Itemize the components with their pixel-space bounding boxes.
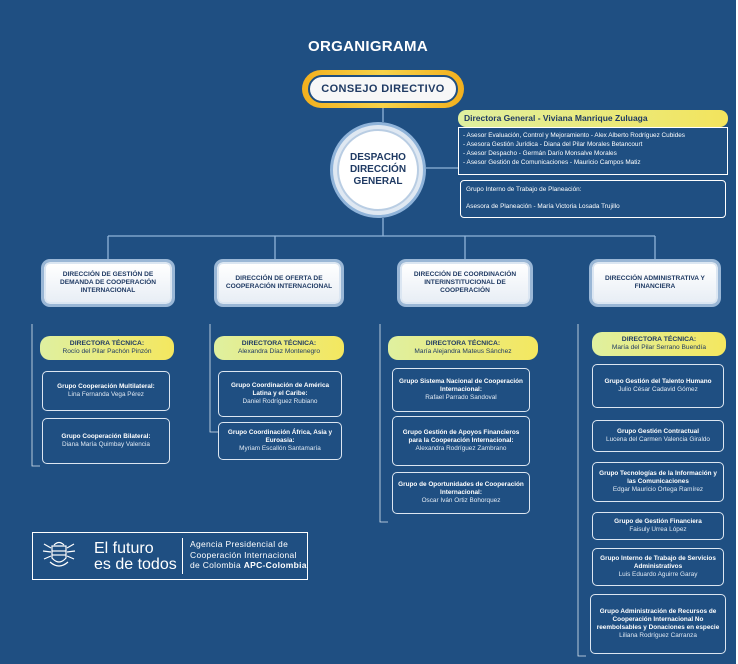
- group-person: Faisuly Urrea López: [629, 526, 687, 533]
- group-title: Grupo de Oportunidades de Cooperación In…: [398, 481, 524, 496]
- agency-name: Agencia Presidencial de Cooperación Inte…: [190, 539, 307, 571]
- despacho-line-2: DIRECCIÓN: [349, 164, 407, 175]
- group-box: Grupo de Gestión Financiera Faisuly Urre…: [592, 512, 724, 540]
- group-box: Grupo Coordinación de América Latina y e…: [218, 371, 342, 417]
- director-name: Rocío del Pilar Pachón Pinzón: [62, 348, 152, 355]
- group-title: Grupo Gestión del Talento Humano: [604, 378, 712, 385]
- group-person: Julio César Cadavid Gómez: [618, 386, 698, 393]
- colombia-coat-of-arms-icon: [42, 541, 76, 567]
- director-label: DIRECTORA TÉCNICA:: [621, 336, 697, 343]
- direccion-coordinacion-box: DIRECCIÓN DE COORDINACIÓN INTERINSTITUCI…: [400, 262, 530, 304]
- director-name: María Alejandra Mateus Sánchez: [414, 348, 512, 355]
- director-label: DIRECTORA TÉCNICA:: [241, 340, 317, 347]
- group-title: Grupo Cooperación Multilateral:: [57, 383, 155, 390]
- group-box: Grupo Coordinación África, Asia y Euroas…: [218, 422, 342, 460]
- group-box: Grupo Cooperación Bilateral: Diana María…: [42, 418, 170, 464]
- director-name: María del Pilar Serrano Buendía: [611, 344, 707, 351]
- group-box: Grupo Interno de Trabajo de Servicios Ad…: [592, 548, 724, 586]
- tagline: El futuro es de todos: [94, 541, 177, 573]
- planeacion-box: Grupo Interno de Trabajo de Planeación: …: [460, 180, 726, 218]
- government-logo-box: [32, 532, 308, 580]
- group-title: Grupo Gestión Contractual: [616, 428, 700, 435]
- director-name: Alexandra Díaz Montenegro: [237, 348, 321, 355]
- director-label: DIRECTORA TÉCNICA:: [69, 340, 145, 347]
- agency-line-1: Agencia Presidencial de: [190, 539, 289, 549]
- despacho-line-3: GENERAL: [353, 176, 403, 187]
- direccion-administrativa-box: DIRECCIÓN ADMINISTRATIVA Y FINANCIERA: [592, 262, 718, 304]
- group-person: Lucena del Carmen Valencia Giraldo: [606, 436, 710, 443]
- group-title: Grupo Interno de Trabajo de Servicios Ad…: [600, 555, 716, 570]
- group-title: Grupo Sistema Nacional de Cooperación In…: [399, 378, 523, 393]
- directora-tecnica-pill: DIRECTORA TÉCNICA: Alexandra Díaz Monten…: [214, 336, 344, 360]
- asesores-box: - Asesor Evaluación, Control y Mejoramie…: [458, 127, 728, 175]
- director-label: DIRECTORA TÉCNICA:: [425, 340, 501, 347]
- group-box: Grupo Gestión Contractual Lucena del Car…: [592, 420, 724, 452]
- direccion-name: DIRECCIÓN ADMINISTRATIVA Y FINANCIERA: [605, 275, 705, 290]
- group-person: Luis Eduardo Aguirre Garay: [618, 571, 698, 578]
- direccion-name: DIRECCIÓN DE COORDINACIÓN INTERINSTITUCI…: [413, 271, 517, 294]
- page-title: ORGANIGRAMA: [308, 38, 428, 55]
- despacho-line-1: DESPACHO: [350, 152, 406, 163]
- logo-separator: [182, 538, 183, 574]
- group-person: Lina Fernanda Vega Pérez: [67, 391, 145, 398]
- group-box: Grupo Sistema Nacional de Cooperación In…: [392, 368, 530, 412]
- group-title: Grupo Tecnologías de la Información y la…: [599, 470, 717, 485]
- group-person: Liliana Rodríguez Carranza: [619, 632, 697, 639]
- direccion-name: DIRECCIÓN DE OFERTA DE COOPERACIÓN INTER…: [225, 275, 333, 290]
- group-person: Daniel Rodríguez Rubiano: [242, 398, 318, 405]
- direccion-name: DIRECCIÓN DE GESTIÓN DE DEMANDA DE COOPE…: [59, 271, 157, 294]
- planeacion-title: Grupo Interno de Trabajo de Planeación:: [466, 186, 582, 193]
- asesor-item: - Asesor Gestión de Comunicaciones - Mau…: [463, 159, 641, 166]
- consejo-directivo-box: CONSEJO DIRECTIVO: [308, 75, 458, 103]
- group-person: Alexandra Rodríguez Zambrano: [415, 445, 507, 452]
- group-box: Grupo Gestión del Talento Humano Julio C…: [592, 364, 724, 408]
- direccion-demanda-box: DIRECCIÓN DE GESTIÓN DE DEMANDA DE COOPE…: [44, 262, 172, 304]
- group-person: Rafael Parrado Sandoval: [425, 394, 497, 401]
- asesor-item: - Asesor Despacho - Germán Darío Monsalv…: [463, 150, 617, 157]
- group-box: Grupo de Oportunidades de Cooperación In…: [392, 472, 530, 514]
- asesor-item: - Asesora Gestión Jurídica - Diana del P…: [463, 141, 643, 148]
- tagline-line-2: es de todos: [94, 556, 177, 573]
- directora-general-bar: Directora General - Viviana Manrique Zul…: [458, 110, 728, 127]
- group-person: Myriam Escallón Santamaría: [239, 445, 321, 452]
- tagline-line-1: El futuro: [94, 540, 154, 557]
- group-title: Grupo Cooperación Bilateral:: [61, 433, 151, 440]
- group-title: Grupo Coordinación África, Asia y Euroas…: [227, 429, 333, 444]
- despacho-direccion-general: DESPACHO DIRECCIÓN GENERAL: [337, 129, 419, 211]
- group-title: Grupo Gestión de Apoyos Financieros para…: [402, 429, 520, 444]
- group-box: Grupo Tecnologías de la Información y la…: [592, 462, 724, 502]
- asesor-item: - Asesor Evaluación, Control y Mejoramie…: [463, 132, 686, 139]
- agency-acronym: APC-Colombia: [243, 560, 307, 570]
- directora-tecnica-pill: DIRECTORA TÉCNICA: Rocío del Pilar Pachó…: [40, 336, 174, 360]
- agency-line-3: de Colombia: [190, 560, 242, 570]
- directora-tecnica-pill: DIRECTORA TÉCNICA: María Alejandra Mateu…: [388, 336, 538, 360]
- agency-line-2: Cooperación Internacional: [190, 549, 297, 560]
- direccion-oferta-box: DIRECCIÓN DE OFERTA DE COOPERACIÓN INTER…: [217, 262, 341, 304]
- group-title: Grupo de Gestión Financiera: [614, 518, 702, 525]
- group-box: Grupo Gestión de Apoyos Financieros para…: [392, 416, 530, 466]
- directora-tecnica-pill: DIRECTORA TÉCNICA: María del Pilar Serra…: [592, 332, 726, 356]
- group-person: Oscar Iván Ortiz Bohorquez: [421, 497, 501, 504]
- planeacion-person: Asesora de Planeación - María Victoria L…: [466, 203, 620, 210]
- group-person: Diana María Quimbay Valencia: [62, 441, 150, 448]
- group-box: Grupo Administración de Recursos de Coop…: [590, 594, 726, 654]
- group-title: Grupo Administración de Recursos de Coop…: [596, 608, 720, 631]
- group-box: Grupo Cooperación Multilateral: Lina Fer…: [42, 371, 170, 411]
- group-title: Grupo Coordinación de América Latina y e…: [230, 382, 330, 397]
- group-person: Edgar Mauricio Ortega Ramírez: [612, 486, 704, 493]
